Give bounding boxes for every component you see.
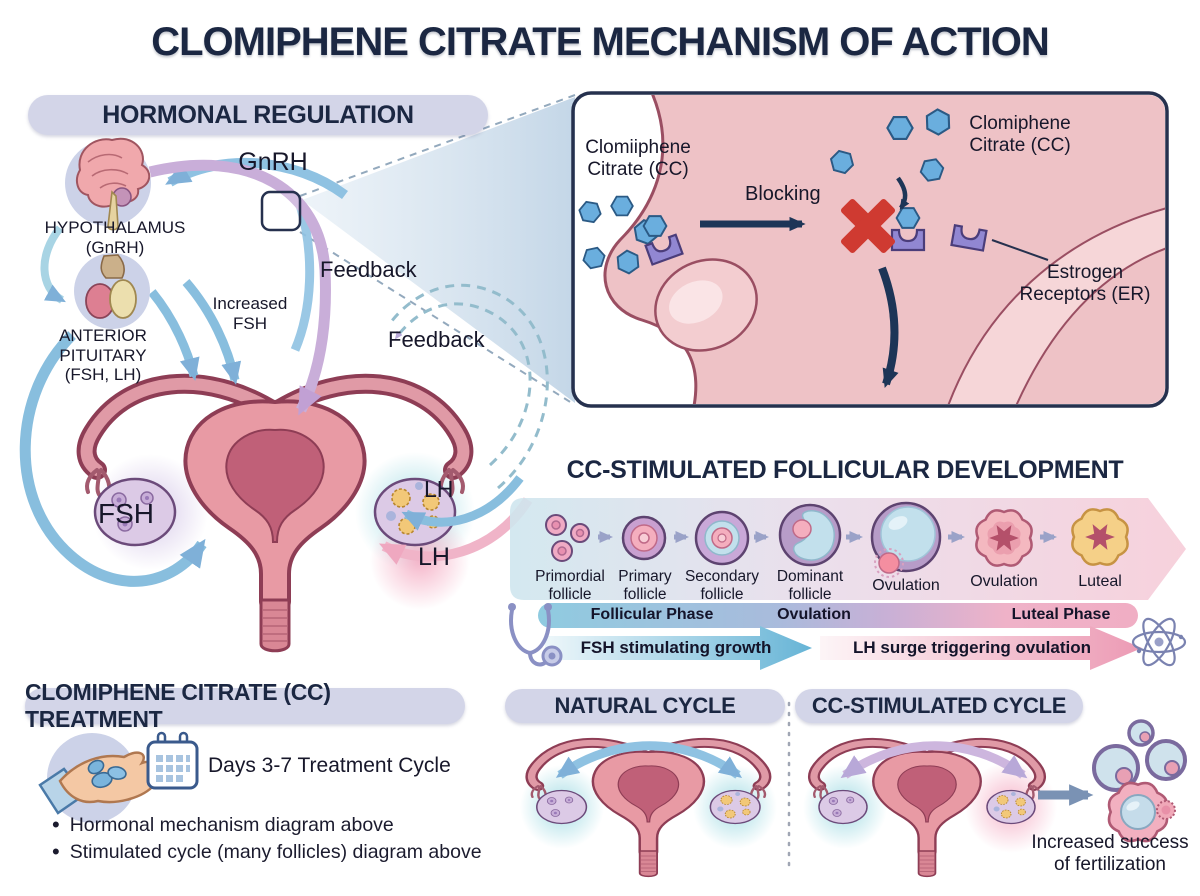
stethoscope-icon <box>508 603 563 667</box>
dominant-follicle-icon <box>778 503 842 567</box>
anterior-pituitary-label: ANTERIOR PITUITARY (FSH, LH) <box>59 326 147 385</box>
feedback-lower-label: Feedback <box>388 327 485 352</box>
fsh-label: FSH <box>98 498 154 529</box>
phase-follicular-label: Follicular Phase <box>590 606 714 623</box>
cycle-phase-bar <box>538 603 1138 628</box>
zoom-triangle-icon <box>299 94 576 406</box>
cc-cycle-arc-arrow <box>840 741 1028 779</box>
stage-label-ovulation1: Ovulation <box>872 577 940 594</box>
hormonal-regulation-header: HORMONAL REGULATION <box>28 95 488 135</box>
treatment-bullet-2: Stimulated cycle (many follicles) diagra… <box>52 841 492 865</box>
lh-lower-label: LH <box>418 543 450 571</box>
blocking-x-icon <box>840 198 896 254</box>
bullet-dot-icon <box>52 814 60 838</box>
cc-cycle-header: CC-STIMULATED CYCLE <box>795 689 1083 723</box>
inset-panel-border <box>571 91 1169 408</box>
calendar-icon <box>146 731 199 790</box>
blocking-label: Blocking <box>745 183 821 205</box>
lh-arrow-label: LH surge triggering ovulation <box>852 638 1091 657</box>
hypothalamus-label: HYPOTHALAMUS (GnRH) <box>44 218 186 257</box>
egg-cells-icon <box>1092 719 1187 792</box>
pituitary-gland-icon <box>74 253 150 329</box>
lh-arrow-shape <box>820 626 1142 670</box>
natural-cycle-header: NATURAL CYCLE <box>505 689 785 723</box>
lh-upper-label: LH <box>424 476 454 502</box>
phase-luteal-label: Luteal Phase <box>1011 606 1111 623</box>
phase-ovulation-label: Ovulation <box>777 606 851 623</box>
hormone-flow-arrows <box>19 157 549 587</box>
primary-follicle-icon <box>621 515 667 561</box>
atom-icon <box>1131 617 1187 667</box>
fertilization-note: Increased success of fertilization <box>1031 832 1189 876</box>
stage-label-ovulation2: Ovulation <box>970 573 1038 590</box>
treatment-days-note: Days 3-7 Treatment Cycle <box>208 754 451 777</box>
feedback-upper-label: Feedback <box>320 257 417 282</box>
natural-cycle-uterus-icon <box>532 743 766 876</box>
hypothalamus-brain-icon <box>65 137 151 231</box>
corpus-luteum-icon <box>1071 508 1129 566</box>
natural-cycle-arc-arrow <box>555 741 743 779</box>
stage-label-primary: Primary follicle <box>618 568 672 603</box>
stage-label-secondary: Secondary follicle <box>684 568 760 603</box>
stage-label-dominant: Dominant follicle <box>776 568 844 603</box>
follicular-title: CC-STIMULATED FOLLICULAR DEVELOPMENT <box>566 456 1124 484</box>
inset-arrows <box>700 176 910 388</box>
treatment-bullet-1: Hormonal mechanism diagram above <box>52 814 482 838</box>
treatment-header: CLOMIPHENE CITRATE (CC) TREATMENT <box>25 679 465 732</box>
hand-pills-icon <box>38 733 162 823</box>
magnifier-box <box>260 190 302 232</box>
secondary-follicle-icon <box>694 510 750 566</box>
fsh-arrow-label: FSH stimulating growth <box>580 638 772 657</box>
estrogen-receptors-label: Estrogen Receptors (ER) <box>1019 262 1151 306</box>
cc-right-label: Clomiphene Citrate (CC) <box>969 113 1071 157</box>
stage-label-primordial: Primordial follicle <box>535 568 605 603</box>
receptor-blocking-inset <box>575 95 1165 404</box>
bullet-dot-icon <box>52 841 60 865</box>
corpus-hemorrhagicum-icon <box>975 509 1033 567</box>
gnrh-label: GnRH <box>238 148 308 176</box>
page-title: CLOMIPHENE CITRATE MECHANISM OF ACTION <box>151 20 1050 64</box>
primordial-follicle-icon <box>545 514 590 562</box>
cc-left-label: Clomiiphene Citrate (CC) <box>585 137 691 181</box>
fsh-arrow-shape <box>545 626 812 670</box>
increased-fsh-label: Increased FSH <box>212 294 288 333</box>
ovulation-rupture-icon <box>870 501 942 578</box>
stage-label-luteal: Luteal <box>1078 573 1122 590</box>
fertilized-egg-icon <box>1107 781 1176 843</box>
